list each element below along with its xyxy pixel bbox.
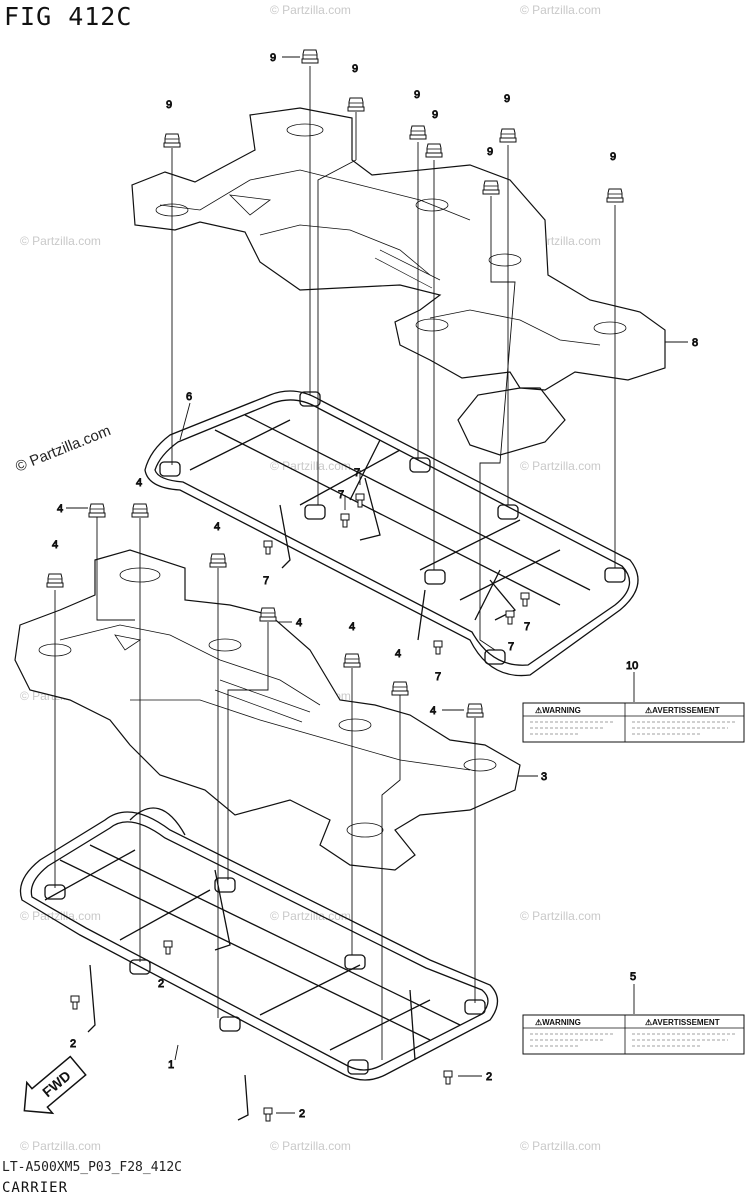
watermark-text: © Partzilla.com [270,1139,351,1153]
front-carrier-cover [14,549,521,871]
front-carrier-frame [19,807,499,1121]
screw-icon [443,1070,453,1085]
rear-carrier-frame [144,390,639,677]
callout-7: 7 [338,489,344,501]
callout-2: 2 [299,1108,305,1120]
screw-icon [263,1107,273,1122]
flange-bolt-icon [499,128,517,143]
watermark-text: © Partzilla.com [520,3,601,17]
screw-icon [163,940,173,955]
flange-bolt-icon [425,143,443,158]
warning-label-left-text: ⚠WARNING [535,706,581,715]
watermark-main: © Partzilla.com [13,422,113,476]
callout-7: 7 [508,641,514,653]
watermark-text: © Partzilla.com [270,3,351,17]
watermark-text: © Partzilla.com [20,909,101,923]
flange-bolt-icon [259,607,277,622]
flange-bolt-icon [209,553,227,568]
callout-9: 9 [414,89,420,101]
flange-bolt-icon [466,703,484,718]
callout-4: 4 [57,503,63,515]
flange-bolt-icon [46,573,64,588]
flange-bolt-icon [409,125,427,140]
callout-9: 9 [352,63,358,75]
callout-9: 9 [610,151,616,163]
callout-8: 8 [692,337,698,349]
watermark-text: © Partzilla.com [520,1139,601,1153]
screw-icon [263,540,273,555]
warning-label-left-text: ⚠WARNING [535,1018,581,1027]
screw-icon [433,640,443,655]
flange-bolt-icon [347,97,365,112]
callout-4: 4 [136,477,142,489]
callout-4: 4 [214,521,220,533]
rear-carrier-cover [131,107,666,456]
warning-label-10: ⚠WARNING ⚠AVERTISSEMENT [522,702,745,743]
fwd-arrow-icon: FWD [23,1055,87,1115]
watermark-text: © Partzilla.com [520,909,601,923]
screw-icon [70,995,80,1010]
flange-bolt-icon [301,49,319,64]
callout-9: 9 [166,99,172,111]
watermark-text: © Partzilla.com [520,459,601,473]
callout-1: 1 [168,1059,174,1071]
watermark-text: © Partzilla.com [20,234,101,248]
callout-5: 5 [630,971,636,983]
warning-label-5: ⚠WARNING ⚠AVERTISSEMENT [522,1014,745,1055]
callout-3: 3 [541,771,547,783]
callout-9: 9 [270,52,276,64]
callout-6: 6 [186,391,192,403]
diagram-caption: CARRIER [2,1180,69,1196]
flange-bolt-icon [606,188,624,203]
screw-icon [520,592,530,607]
leader-lines [54,66,616,1060]
callout-7: 7 [435,671,441,683]
watermark-text: © Partzilla.com [20,1139,101,1153]
figure-title: FIG 412C [4,2,133,31]
callout-9: 9 [432,109,438,121]
watermark-text: © Partzilla.com [270,459,351,473]
callout-7: 7 [354,467,360,479]
flange-bolt-icon [88,503,106,518]
screw-icon [340,513,350,528]
flange-bolt-icon [343,653,361,668]
callout-9: 9 [487,146,493,158]
callout-2: 2 [486,1071,492,1083]
callout-4: 4 [349,621,355,633]
callout-2: 2 [70,1038,76,1050]
warning-label-right-text: ⚠AVERTISSEMENT [645,1018,720,1027]
callout-9: 9 [504,93,510,105]
callouts: 9 9 9 9 9 9 9 9 8 6 4 4 4 4 4 4 4 4 7 7 [52,52,699,1121]
callout-7: 7 [524,621,530,633]
flange-bolt-icon [163,133,181,148]
callout-4: 4 [296,617,302,629]
callout-4: 4 [395,648,401,660]
flange-bolt-icon [391,681,409,696]
callout-4: 4 [52,539,58,551]
screw-icon [505,610,515,625]
watermark-text: © Partzilla.com [270,909,351,923]
drawing-code: LT-A500XM5_P03_F28_412C [2,1160,183,1175]
callout-7: 7 [263,575,269,587]
flange-bolt-icon [131,503,149,518]
callout-4: 4 [430,705,436,717]
flange-bolt-icon [482,180,500,195]
callout-10: 10 [626,660,638,672]
warning-label-right-text: ⚠AVERTISSEMENT [645,706,720,715]
callout-2: 2 [158,978,164,990]
